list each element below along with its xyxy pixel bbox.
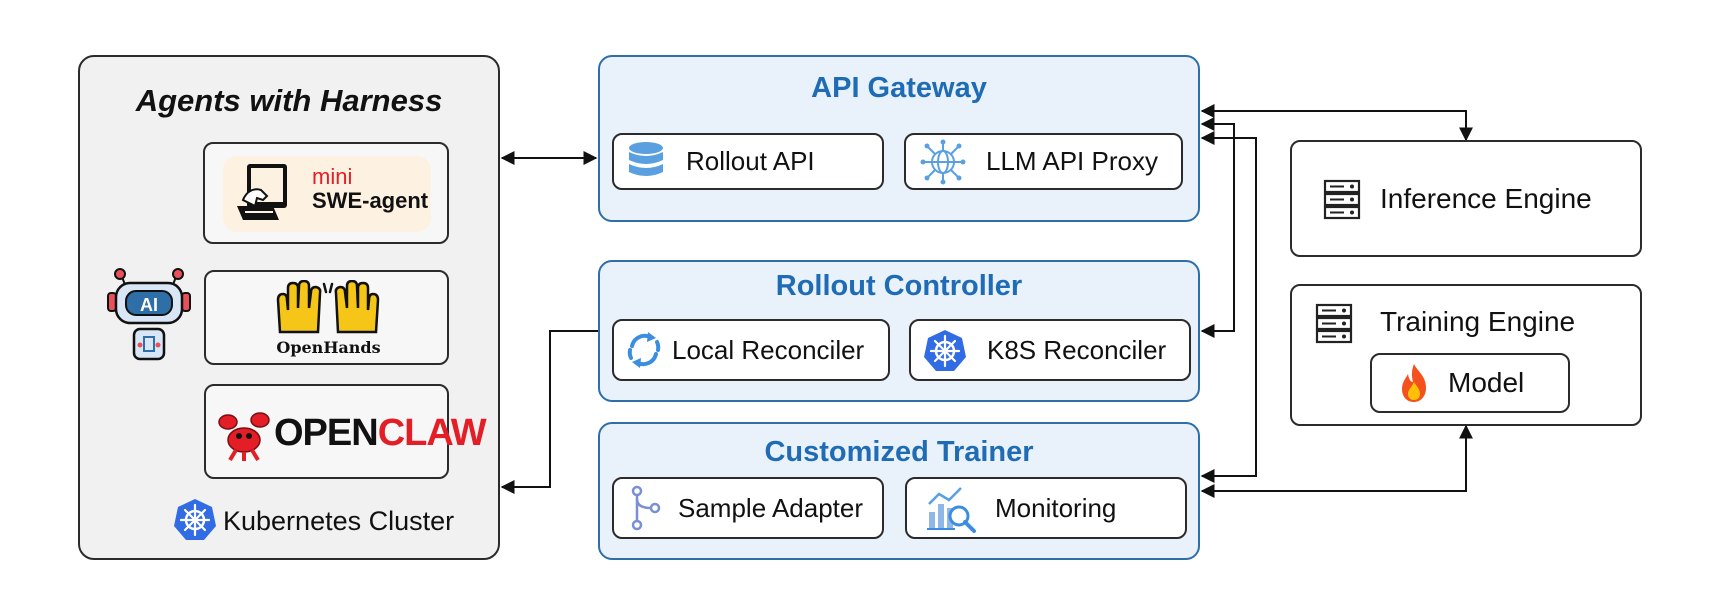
kubernetes-cluster-label: Kubernetes Cluster: [223, 506, 455, 536]
server-rack-icon: [1315, 303, 1353, 344]
mini-label: mini: [312, 164, 353, 189]
openclaw-open: OPEN: [274, 412, 379, 454]
k8s-reconciler-chip[interactable]: K8S Reconciler: [909, 319, 1191, 381]
rollout-controller-title: Rollout Controller: [775, 270, 1023, 302]
robot-ai-icon: [107, 268, 191, 361]
local-reconciler-chip[interactable]: Local Reconciler: [612, 319, 890, 381]
branch-icon: [631, 485, 661, 531]
computer-hand-icon: [237, 164, 287, 220]
network-globe-icon: [920, 139, 966, 184]
monitoring-chip[interactable]: Monitoring: [905, 477, 1187, 539]
kubernetes-icon: [174, 499, 216, 540]
customized-trainer-title: Customized Trainer: [764, 436, 1034, 468]
inference-engine-panel: Inference Engine: [1290, 140, 1642, 257]
arrow-gateway-controller: [1200, 117, 1235, 338]
flame-icon: [1402, 364, 1426, 402]
lobster-icon: [218, 412, 270, 462]
inference-engine-label: Inference Engine: [1380, 183, 1592, 214]
sample-adapter-chip[interactable]: Sample Adapter: [612, 477, 884, 539]
agent-card-openhands[interactable]: OpenHands: [204, 270, 449, 365]
monitoring-label: Monitoring: [995, 492, 1117, 523]
openclaw-claw: CLAW: [377, 412, 487, 454]
server-rack-icon: [1323, 179, 1361, 220]
api-gateway-title: API Gateway: [811, 72, 987, 104]
training-engine-label: Training Engine: [1380, 306, 1576, 337]
agent-card-openclaw[interactable]: OPENCLAW: [204, 384, 487, 479]
llm-api-proxy-label: LLM API Proxy: [986, 146, 1158, 176]
k8s-reconciler-label: K8S Reconciler: [987, 334, 1167, 365]
training-engine-panel: Training Engine Model: [1290, 284, 1642, 426]
raised-hands-icon: [276, 280, 380, 334]
rollout-api-chip[interactable]: Rollout API: [612, 133, 884, 190]
swe-agent-label: SWE-agent: [312, 188, 429, 213]
rollout-api-label: Rollout API: [686, 146, 815, 176]
arrow-trainer-training: [1200, 424, 1473, 498]
model-chip[interactable]: Model: [1370, 353, 1570, 413]
llm-api-proxy-chip[interactable]: LLM API Proxy: [904, 133, 1183, 190]
kubernetes-wheel-icon: [924, 330, 966, 371]
arrow-gateway-inference: [1200, 104, 1473, 142]
agents-title: Agents with Harness: [135, 83, 443, 118]
chart-magnifier-icon: [927, 487, 976, 533]
arrow-gateway-trainer: [1200, 131, 1257, 483]
agent-card-mini-swe[interactable]: mini SWE-agent: [203, 142, 449, 244]
model-label: Model: [1448, 367, 1525, 398]
sync-arrows-icon: [627, 332, 661, 368]
openhands-label: OpenHands: [276, 338, 381, 357]
local-reconciler-label: Local Reconciler: [672, 334, 865, 365]
sample-adapter-label: Sample Adapter: [678, 492, 864, 523]
robot-ai-badge: AI: [140, 295, 158, 315]
database-icon: [629, 141, 663, 176]
arrow-controller-agents: [500, 330, 598, 494]
openclaw-wordmark: OPENCLAW: [274, 412, 487, 455]
